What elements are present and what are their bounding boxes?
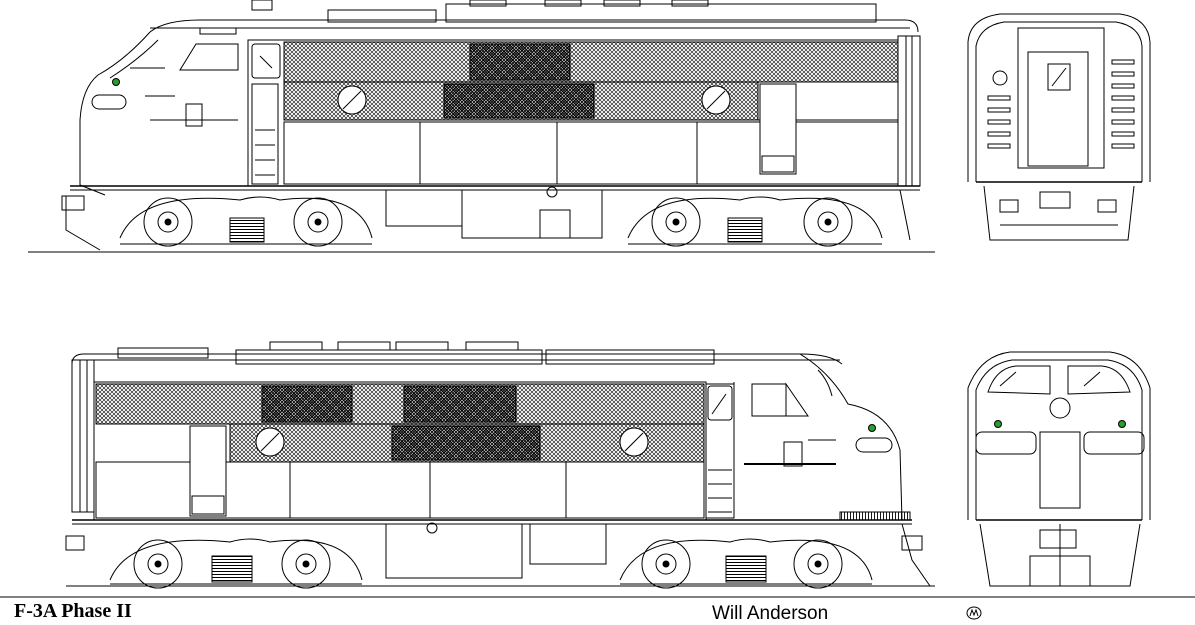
drawing-title: F-3A Phase II (14, 600, 132, 622)
side-view-right-facing (65, 341, 935, 589)
drawing-author: Will Anderson (712, 603, 829, 624)
side-view-left-facing (28, 0, 935, 253)
author-monogram-icon (966, 606, 982, 620)
front-end-view (967, 351, 1151, 587)
rear-end-view (967, 13, 1151, 241)
